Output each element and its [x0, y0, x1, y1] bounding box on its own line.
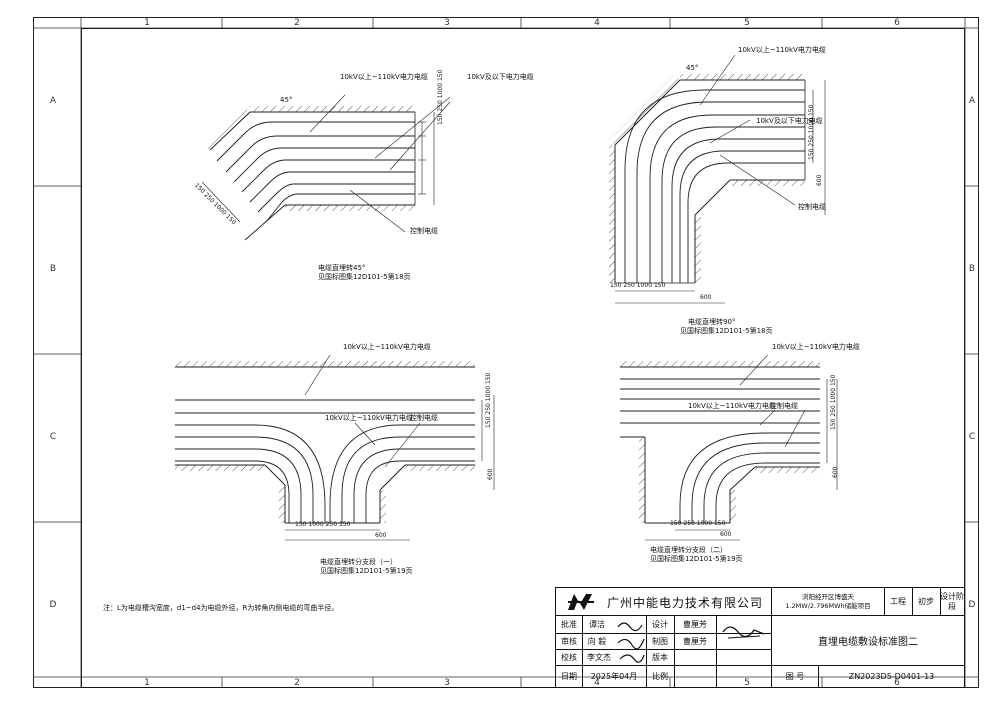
- drawing-inner-frame: [81, 28, 965, 688]
- t1-dim-right: 150 250 1000 150: [485, 372, 492, 428]
- d45-label-lv: 10kV及以下电力电缆: [467, 73, 534, 81]
- t2-dim-600-v: 600: [832, 466, 839, 478]
- column-label: 6: [894, 18, 900, 28]
- designer-signature: [722, 626, 765, 639]
- role-check: 校核: [561, 653, 577, 662]
- d45-caption-ref: 见国标图集12D101-5第18页: [318, 273, 411, 281]
- drawing-no-label: 图 号: [785, 672, 805, 681]
- row-label: D: [49, 600, 57, 610]
- t2-caption: 电缆直埋转分支段（二）: [650, 546, 727, 554]
- scale-value: [674, 666, 716, 687]
- t1-dim-600-h: 600: [375, 532, 387, 539]
- drawing-title: 直埋电缆敷设标准图二: [818, 637, 918, 648]
- name-design: 曹厘芳: [683, 620, 707, 629]
- name-draft: 曹厘芳: [683, 637, 707, 646]
- diagram-branch-1: [175, 355, 495, 541]
- column-label: 3: [444, 18, 450, 28]
- t1-caption: 电缆直埋转分支段（一）: [320, 558, 397, 566]
- name-approve: 谭洁: [589, 620, 605, 629]
- t1-dim-bottom: 150 1000 250 150: [295, 521, 351, 528]
- d45-caption: 电缆直埋转45°: [318, 264, 366, 272]
- row-label: C: [49, 432, 57, 442]
- column-label: 1: [144, 678, 150, 688]
- signature-marks: [617, 622, 645, 663]
- d90-caption-ref: 见国标图集12D101-5第18页: [680, 327, 773, 335]
- name-check: 李文杰: [587, 653, 611, 662]
- role-date: 日期: [561, 672, 577, 681]
- drawing-note: 注：L为电缆槽沟宽度，d1~d4为电缆外径，R为转角内侧电缆的弯曲半径。: [103, 604, 339, 612]
- t2-label-ctrl: 控制电缆: [770, 402, 798, 410]
- d45-label-hv: 10kV以上~110kV电力电缆: [340, 73, 428, 81]
- d45-dim-right: 150 250 1000 150: [437, 69, 444, 125]
- d90-caption: 电缆直埋转90°: [688, 318, 736, 326]
- role-design: 设计: [652, 620, 668, 629]
- column-label: 5: [744, 18, 750, 28]
- column-label: 6: [894, 678, 900, 688]
- company-name: 广州中能电力技术有限公司: [606, 595, 763, 610]
- t1-caption-ref: 见国标图集12D101-5第19页: [320, 567, 413, 575]
- column-label: 4: [594, 678, 600, 688]
- d90-label-hv: 10kV以上~110kV电力电缆: [738, 46, 826, 54]
- t2-dim-right: 150 250 1000 150: [830, 374, 837, 430]
- t1-label-ctrl: 控制电缆: [410, 414, 438, 422]
- column-label: 5: [744, 678, 750, 688]
- role-approve: 批准: [561, 620, 577, 629]
- d45-angle: 45°: [280, 96, 293, 104]
- column-label: 1: [144, 18, 150, 28]
- t1-label-hv-branch: 10kV以上~110kV电力电缆: [325, 414, 413, 422]
- d90-angle: 45°: [686, 64, 699, 72]
- version-value: [674, 650, 716, 665]
- t2-label-hv-mid: 10kV以上~110kV电力电缆: [688, 402, 776, 410]
- diagram-branch-2: [620, 355, 838, 541]
- role-version: 版本: [652, 653, 668, 662]
- d90-dim-right: 150 250 1000 150: [808, 104, 815, 160]
- title-block: 广州中能电力技术有限公司 浏阳经开区博盛天1.2MW/2.796MWh储能项目 …: [555, 587, 965, 688]
- d45-label-ctrl: 控制电缆: [410, 227, 438, 235]
- name-review: 向 毅: [587, 637, 607, 646]
- d90-dim-600-h: 600: [700, 294, 712, 301]
- d90-dim-600-v: 600: [816, 174, 823, 186]
- row-label: B: [49, 264, 57, 274]
- row-label: B: [968, 264, 976, 274]
- row-label: A: [49, 96, 57, 106]
- column-label: 4: [594, 18, 600, 28]
- row-label: C: [968, 432, 976, 442]
- t2-dim-bottom: 150 250 1000 150: [670, 520, 726, 527]
- row-label: D: [968, 600, 976, 610]
- role-scale: 比例: [652, 672, 668, 681]
- d90-label-lv: 10kV及以下电力电缆: [756, 117, 823, 125]
- project-name: 浏阳经开区博盛天1.2MW/2.796MWh储能项目: [785, 592, 871, 610]
- date-value: 2025年04月: [590, 672, 638, 681]
- company-logo: [568, 594, 594, 610]
- column-label: 2: [294, 678, 300, 688]
- d90-label-ctrl: 控制电缆: [798, 203, 826, 211]
- t1-label-hv-top: 10kV以上~110kV电力电缆: [343, 343, 431, 351]
- t2-caption-ref: 见国标图集12D101-5第19页: [650, 555, 743, 563]
- stage-label: 设计阶段: [940, 591, 964, 611]
- t1-dim-600-v: 600: [487, 468, 494, 480]
- diagram-45-degree: [201, 94, 450, 241]
- t2-label-hv-top: 10kV以上~110kV电力电缆: [772, 343, 860, 351]
- t2-dim-600-h: 600: [720, 531, 732, 538]
- row-label: A: [968, 96, 976, 106]
- column-label: 3: [444, 678, 450, 688]
- column-label: 2: [294, 18, 300, 28]
- stage-value: 初步: [918, 597, 934, 606]
- d90-dim-bottom: 150 250 1000 150: [610, 282, 666, 289]
- role-review: 审核: [561, 637, 577, 646]
- role-draft: 制图: [652, 637, 668, 646]
- drawing-no: ZN2023D5-D0401-13: [848, 672, 935, 681]
- project-label: 工程: [890, 597, 906, 606]
- diagram-90-degree: [609, 55, 826, 304]
